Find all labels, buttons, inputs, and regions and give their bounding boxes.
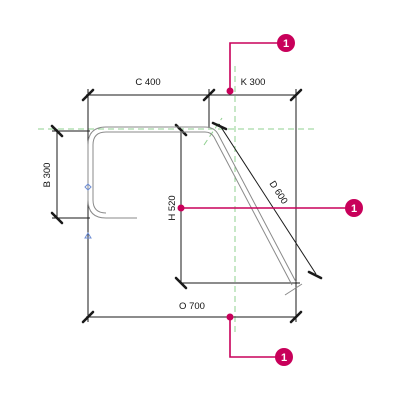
dim-label-b[interactable]: B 300 [42, 163, 53, 188]
callout-top-leader [229, 42, 278, 91]
tick-d-top [211, 121, 228, 131]
tick-top-mid [202, 88, 216, 102]
callout-bottom-number: 1 [281, 352, 287, 364]
tick-top-left [81, 88, 95, 102]
grip-triangle[interactable] [84, 232, 92, 239]
callout-bottom-anchor [226, 313, 234, 321]
bar-outline-inner [92, 131, 137, 214]
tick-o-right [289, 310, 303, 324]
dim-label-h[interactable]: H 520 [167, 195, 178, 220]
tick-h-bottom [174, 276, 188, 290]
callout-top-badge[interactable] [277, 34, 295, 52]
dimension-lines [52, 89, 317, 322]
grip-diamond[interactable] [84, 183, 92, 191]
dim-label-c[interactable]: C 400 [135, 77, 160, 88]
bar-outline-outer [87, 126, 137, 219]
center-lines [38, 66, 318, 335]
bar-end-line [284, 283, 303, 296]
callout-top-number: 1 [283, 38, 289, 50]
callout-middle-number: 1 [351, 203, 357, 215]
bar-bend-top [204, 126, 219, 135]
tick-d-bottom [307, 270, 323, 280]
dim-label-o[interactable]: O 700 [179, 301, 205, 312]
bar-outline [87, 126, 303, 296]
callout-middle-badge[interactable] [345, 199, 363, 217]
center-line-diagonal [203, 117, 223, 146]
callout-bottom: 1 [226, 313, 293, 366]
dim-label-k[interactable]: K 300 [241, 77, 266, 88]
callout-bottom-badge[interactable] [275, 348, 293, 366]
dim-line-d [218, 123, 317, 275]
callout-middle-anchor [177, 204, 185, 212]
tick-o-left [81, 310, 95, 324]
tick-b-top [50, 124, 64, 138]
tick-top-right [289, 88, 303, 102]
bar-diagonal-inner [213, 136, 293, 286]
grips [84, 183, 92, 239]
callout-top-anchor [226, 87, 234, 95]
bar-bend-top-inner [204, 131, 215, 138]
tick-b-bottom [50, 211, 64, 225]
callout-top: 1 [226, 34, 295, 95]
callout-middle: 1 [177, 199, 363, 217]
callout-bottom-leader [229, 317, 276, 358]
